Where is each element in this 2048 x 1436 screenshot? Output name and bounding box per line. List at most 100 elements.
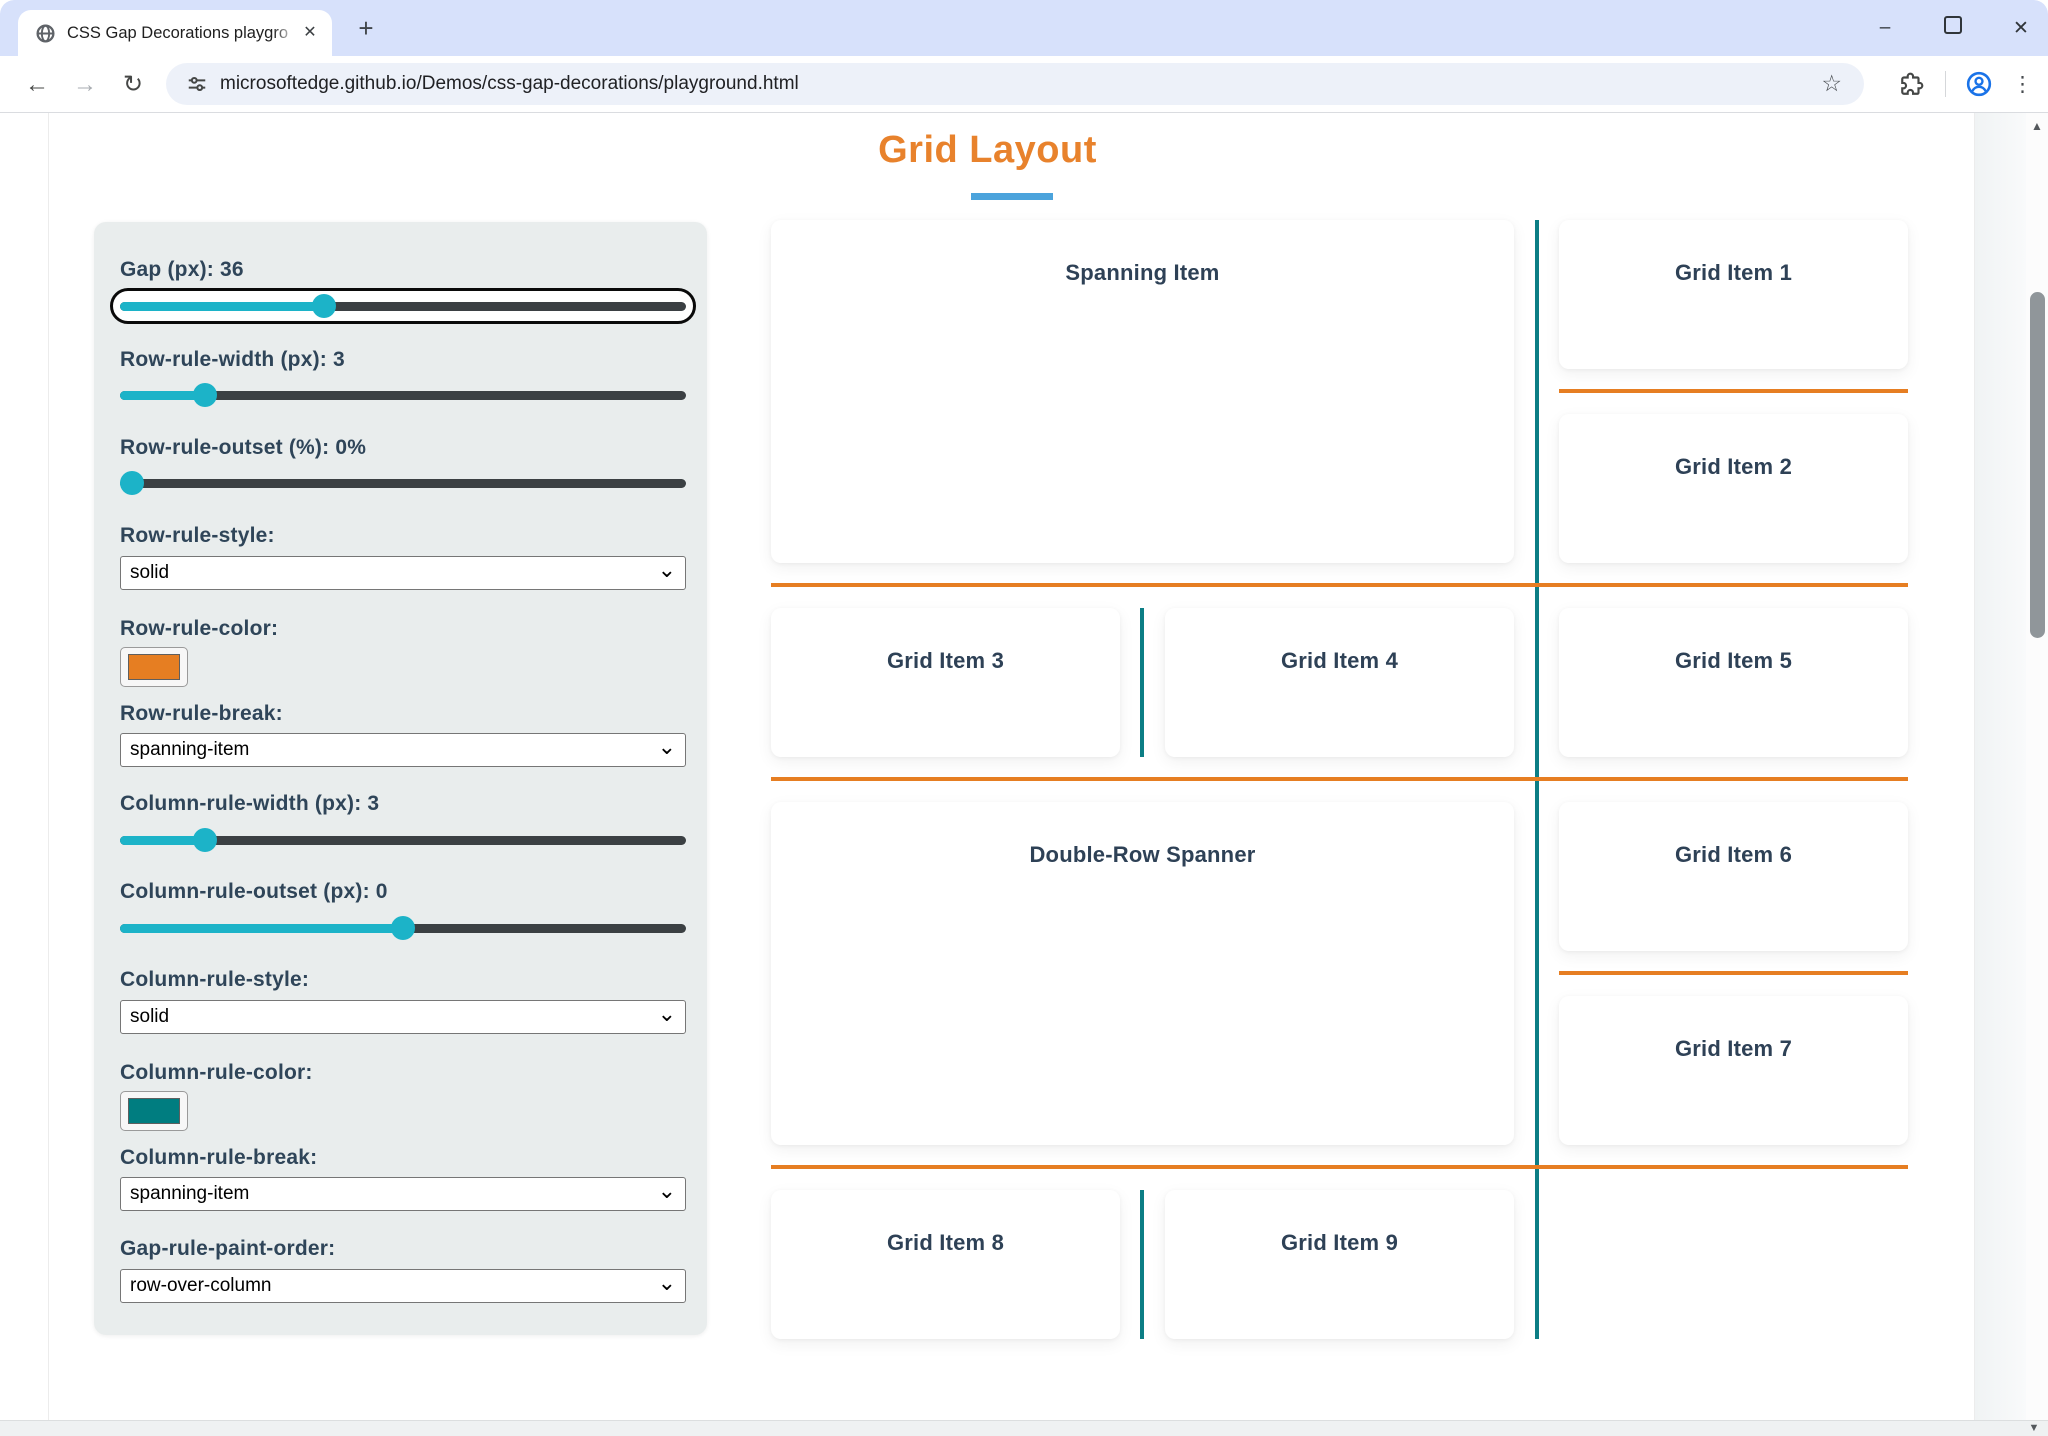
tab-title-fade [273,22,297,46]
browser-tab[interactable]: CSS Gap Decorations playground ✕ [18,10,332,56]
menu-kebab-icon[interactable]: ⋮ [2012,72,2033,96]
scrollbar-up-icon[interactable]: ▲ [2031,119,2043,133]
select-value: row-over-column [130,1275,272,1296]
scrollbar-thumb[interactable] [2030,292,2045,638]
column-rule-style-select[interactable]: solid ⌄ [120,1000,686,1034]
row-rule-style-select[interactable]: solid ⌄ [120,556,686,590]
slider-track [120,479,686,488]
row-rule [1559,971,1908,975]
slider-track [120,836,686,845]
back-icon[interactable]: ← [25,71,49,98]
row-rule [771,777,1908,781]
column-rule [1140,1190,1144,1339]
row-rule-width-label: Row-rule-width (px): 3 [120,348,345,371]
address-bar[interactable]: microsoftedge.github.io/Demos/css-gap-de… [166,63,1864,105]
slider-thumb[interactable] [312,294,336,318]
bottom-strip: ▼ [0,1420,2048,1436]
select-value: spanning-item [130,1183,250,1204]
grid-item-double-row-spanner: Double-Row Spanner [771,802,1514,1145]
grid-item-5: Grid Item 5 [1559,608,1908,757]
grid-item-8: Grid Item 8 [771,1190,1120,1339]
reload-icon[interactable]: ↻ [122,71,144,98]
grid-item-6: Grid Item 6 [1559,802,1908,951]
row-rule-width-slider[interactable] [120,383,686,407]
row-rule-outset-slider[interactable] [120,471,686,495]
row-rule [1559,389,1908,393]
column-rule-width-label: Column-rule-width (px): 3 [120,792,380,815]
row-rule-outset-label: Row-rule-outset (%): 0% [120,436,367,459]
page-right-gutter [1975,113,2026,1421]
title-underline [971,193,1053,200]
tab-close-icon[interactable]: ✕ [303,24,317,41]
slider-fill [120,924,403,933]
extensions-icon[interactable] [1899,71,1925,97]
grid-item-7: Grid Item 7 [1559,996,1908,1145]
site-info-icon[interactable] [186,73,208,95]
column-rule-color-picker[interactable] [120,1091,188,1131]
page-left-edge [48,113,49,1421]
chevron-down-icon: ⌄ [657,1001,676,1026]
slider-fill [120,391,205,400]
toolbar-right: ⋮ [1899,56,2033,112]
profile-avatar-icon[interactable] [1966,71,1992,97]
new-tab-button[interactable]: + [358,13,374,43]
maximize-icon [1944,16,1962,34]
page-right-edge [1974,113,1975,1421]
grid-item-4: Grid Item 4 [1165,608,1514,757]
grid-demo: Spanning Item Grid Item 1 Grid Item 2 Gr… [771,220,1908,1339]
slider-thumb[interactable] [193,828,217,852]
column-rule-width-slider[interactable] [120,828,686,852]
row-rule-style-label: Row-rule-style: [120,524,275,547]
tab-strip: CSS Gap Decorations playground ✕ + – ✕ [0,0,2048,56]
chevron-down-icon: ⌄ [657,1270,676,1295]
maximize-button[interactable] [1942,16,1964,40]
grid-item-spanning: Spanning Item [771,220,1514,563]
close-window-button[interactable]: ✕ [2013,17,2029,39]
slider-thumb[interactable] [120,471,144,495]
page-title: Grid Layout [878,129,1097,171]
gap-rule-paint-order-label: Gap-rule-paint-order: [120,1237,336,1260]
page-content: Grid Layout Gap (px): 36 Row-rule-width … [0,113,2048,1436]
row-rule [771,583,1908,587]
window-controls: – ✕ [1874,0,2032,56]
column-rule-outset-label: Column-rule-outset (px): 0 [120,880,388,903]
grid-item-1: Grid Item 1 [1559,220,1908,369]
url-text: microsoftedge.github.io/Demos/css-gap-de… [220,73,799,94]
gap-rule-paint-order-select[interactable]: row-over-column ⌄ [120,1269,686,1303]
slider-thumb[interactable] [391,916,415,940]
chevron-down-icon: ⌄ [657,557,676,582]
chevron-down-icon: ⌄ [657,734,676,759]
slider-track [120,391,686,400]
grid-item-2: Grid Item 2 [1559,414,1908,563]
grid-item-9: Grid Item 9 [1165,1190,1514,1339]
color-swatch [128,1098,180,1124]
select-value: solid [130,562,170,583]
color-swatch [128,654,180,680]
row-rule-color-picker[interactable] [120,647,188,687]
row-rule-color-label: Row-rule-color: [120,617,279,640]
slider-track [120,302,686,311]
scrollbar-down-icon[interactable]: ▼ [2028,1422,2040,1434]
browser-toolbar: ← → ↻ microsoftedge.github.io/Demos/css-… [0,56,2048,113]
minimize-button[interactable]: – [1879,17,1891,38]
globe-favicon-icon [36,24,55,43]
gap-slider[interactable] [110,288,696,324]
column-rule-style-label: Column-rule-style: [120,968,310,991]
forward-icon[interactable]: → [73,71,97,98]
column-rule-outset-slider[interactable] [120,916,686,940]
row-rule [771,1165,1908,1169]
gap-label: Gap (px): 36 [120,258,244,281]
slider-thumb[interactable] [193,383,217,407]
row-rule-break-select[interactable]: spanning-item ⌄ [120,733,686,767]
column-rule-break-select[interactable]: spanning-item ⌄ [120,1177,686,1211]
chevron-down-icon: ⌄ [657,1178,676,1203]
column-rule-color-label: Column-rule-color: [120,1061,313,1084]
select-value: solid [130,1006,170,1027]
column-rule-break-label: Column-rule-break: [120,1146,318,1169]
controls-panel [94,222,707,1335]
select-value: spanning-item [130,739,250,760]
grid-item-3: Grid Item 3 [771,608,1120,757]
toolbar-separator [1945,71,1946,97]
bookmark-star-icon[interactable]: ☆ [1821,70,1842,96]
row-rule-break-label: Row-rule-break: [120,702,283,725]
